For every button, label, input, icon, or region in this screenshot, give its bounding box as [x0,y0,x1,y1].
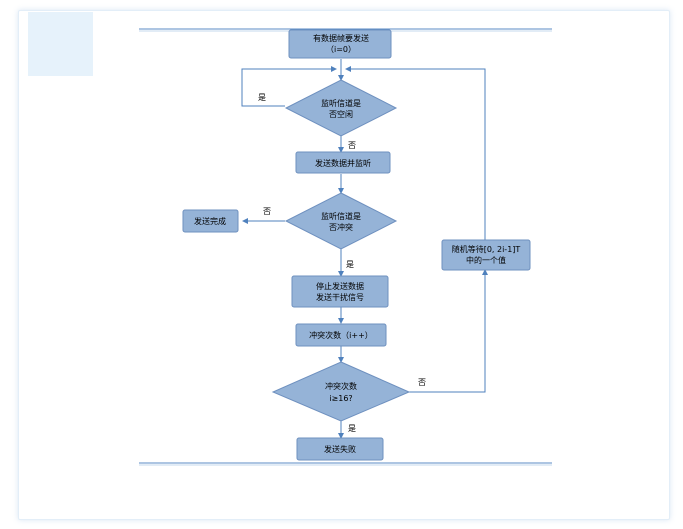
node-send-listen [295,151,391,174]
label-collision-no: 否 [263,207,271,216]
send-done-line1: 发送完成 [194,216,226,226]
node-send-done [182,209,239,233]
label-idle-no: 否 [348,141,356,150]
random-wait-line2: 中的一个值 [466,255,506,265]
stop-send-line1: 停止发送数据 [316,281,364,291]
check-count-line2: i≥16? [329,394,352,403]
start-line1: 有数据帧要发送 [313,33,369,43]
node-check-count [271,361,411,422]
label-count-no: 否 [418,378,426,387]
start-line2: （i=0） [326,45,356,54]
stop-send-line2: 发送干扰信号 [316,292,364,302]
node-listen-idle [284,79,398,137]
arrow-check-no-to-wait [409,269,488,393]
node-random-wait [441,239,531,271]
loop-idle-yes [241,66,337,107]
check-count-line1: 冲突次数 [325,381,357,391]
corner-placeholder [28,12,93,76]
listen-collision-line1: 监听信道是 [321,211,361,221]
listen-idle-line2: 否空闲 [329,109,353,119]
random-wait-line1: 随机等待[0, 2i-1]T [452,244,521,254]
label-collision-yes: 是 [346,260,354,269]
node-listen-collision [284,192,398,250]
listen-collision-line2: 否冲突 [329,222,353,232]
arrow-wait-back-to-top [345,66,486,240]
label-idle-yes: 是 [258,93,266,102]
node-send-fail [296,437,384,461]
listen-idle-line1: 监听信道是 [321,98,361,108]
send-listen-line1: 发送数据并监听 [315,158,371,168]
node-stop-send [291,275,389,308]
node-collision-count [295,323,387,347]
node-start [288,29,392,59]
send-fail-line1: 发送失败 [324,444,356,454]
label-count-yes: 是 [348,424,356,433]
collision-count-line1: 冲突次数（i++） [309,330,373,340]
